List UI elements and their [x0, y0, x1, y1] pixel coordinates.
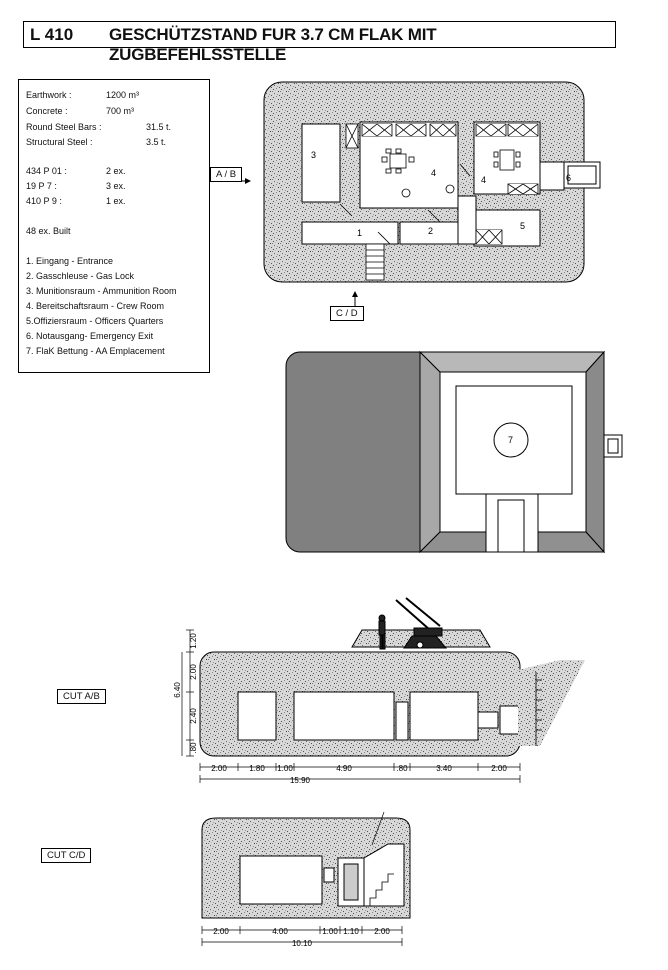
quantity-value: 1200 m³	[106, 90, 140, 100]
legend-item: 5.Offiziersraum - Officers Quarters	[26, 316, 164, 326]
cut-cd-drawing: 2.00 4.00 1.00 1.10 2.00 10.10	[201, 811, 411, 948]
quantity-value: 3.5 t.	[146, 137, 167, 147]
legend-item: 7. FlaK Bettung - AA Emplacement	[26, 346, 165, 356]
room-number: 4	[431, 168, 436, 178]
dimension-label: 2.00	[491, 764, 507, 773]
built-count: 48 ex. Built	[26, 226, 71, 236]
room-number: 1	[357, 228, 362, 238]
dimension-label: 2.00	[374, 927, 390, 936]
dimension-label: 2.00	[189, 664, 198, 680]
bunker-code: L 410	[30, 25, 74, 44]
dimension-label: .80	[189, 742, 198, 754]
cut-ab-drawing: 1.20 2.00 2.40 .80 6.40 2.00 1.80 1.00 4…	[173, 597, 585, 785]
type-label: 434 P 01 :	[26, 166, 67, 176]
dimension-label: 4.90	[336, 764, 352, 773]
dimension-label: 2.00	[213, 927, 229, 936]
cut-cd-label: CUT C/D	[41, 848, 92, 863]
type-label: 410 P 9 :	[26, 196, 62, 206]
dimension-label: 2.00	[211, 764, 227, 773]
legend-item: 6. Notausgang- Emergency Exit	[26, 331, 154, 341]
quantity-value: 31.5 t.	[146, 122, 172, 132]
room-number: 3	[311, 150, 316, 160]
legend-item: 1. Eingang - Entrance	[26, 256, 114, 266]
section-tag-ab: A / B	[210, 167, 243, 182]
floor-plan: 3 1 2 4 4 5 6	[210, 81, 601, 306]
room-number: 6	[566, 173, 571, 183]
type-value: 1 ex.	[106, 196, 126, 206]
type-value: 3 ex.	[106, 181, 126, 191]
quantity-label: Earthwork :	[26, 90, 72, 100]
section-tag-cd: C / D	[330, 306, 364, 321]
gunner-figure-icon	[378, 614, 386, 650]
dimension-label: 3.40	[436, 764, 452, 773]
quantity-label: Structural Steel :	[26, 137, 93, 147]
dimension-label: 1.80	[249, 764, 265, 773]
dimension-total: 15.90	[290, 776, 311, 785]
legend-item: 4. Bereitschaftsraum - Crew Room	[26, 301, 165, 311]
cut-ab-label: CUT A/B	[57, 689, 106, 704]
roof-plan: 7	[285, 350, 623, 554]
room-number: 4	[481, 175, 486, 185]
dimension-total: 10.10	[292, 939, 313, 948]
dimension-label: 4.00	[272, 927, 288, 936]
dimension-label: 1.00	[277, 764, 293, 773]
emplacement-number: 7	[508, 435, 513, 445]
dimension-label: 2.40	[189, 708, 198, 724]
dimension-label: .80	[396, 764, 408, 773]
quantity-label: Round Steel Bars :	[26, 122, 102, 132]
quantity-label: Concrete :	[26, 106, 68, 116]
dimension-label: 1.00	[322, 927, 338, 936]
dimension-label: 1.10	[343, 927, 359, 936]
legend-item: 2. Gasschleuse - Gas Lock	[26, 271, 135, 281]
room-number: 2	[428, 226, 433, 236]
room-number: 5	[520, 221, 525, 231]
dimension-total: 6.40	[173, 682, 182, 698]
page-title: GESCHÜTZSTAND FUR 3.7 CM FLAK MIT ZUGBEF…	[109, 25, 437, 64]
title-bar: L 410 GESCHÜTZSTAND FUR 3.7 CM FLAK MIT …	[23, 21, 616, 64]
type-value: 2 ex.	[106, 166, 126, 176]
flak-gun-icon	[395, 597, 448, 649]
dimension-label: 1.20	[189, 633, 198, 649]
type-label: 19 P 7 :	[26, 181, 57, 191]
legend-item: 3. Munitionsraum - Ammunition Room	[26, 286, 177, 296]
quantity-value: 700 m³	[106, 106, 135, 116]
info-box: Earthwork : 1200 m³ Concrete : 700 m³ Ro…	[18, 79, 210, 373]
